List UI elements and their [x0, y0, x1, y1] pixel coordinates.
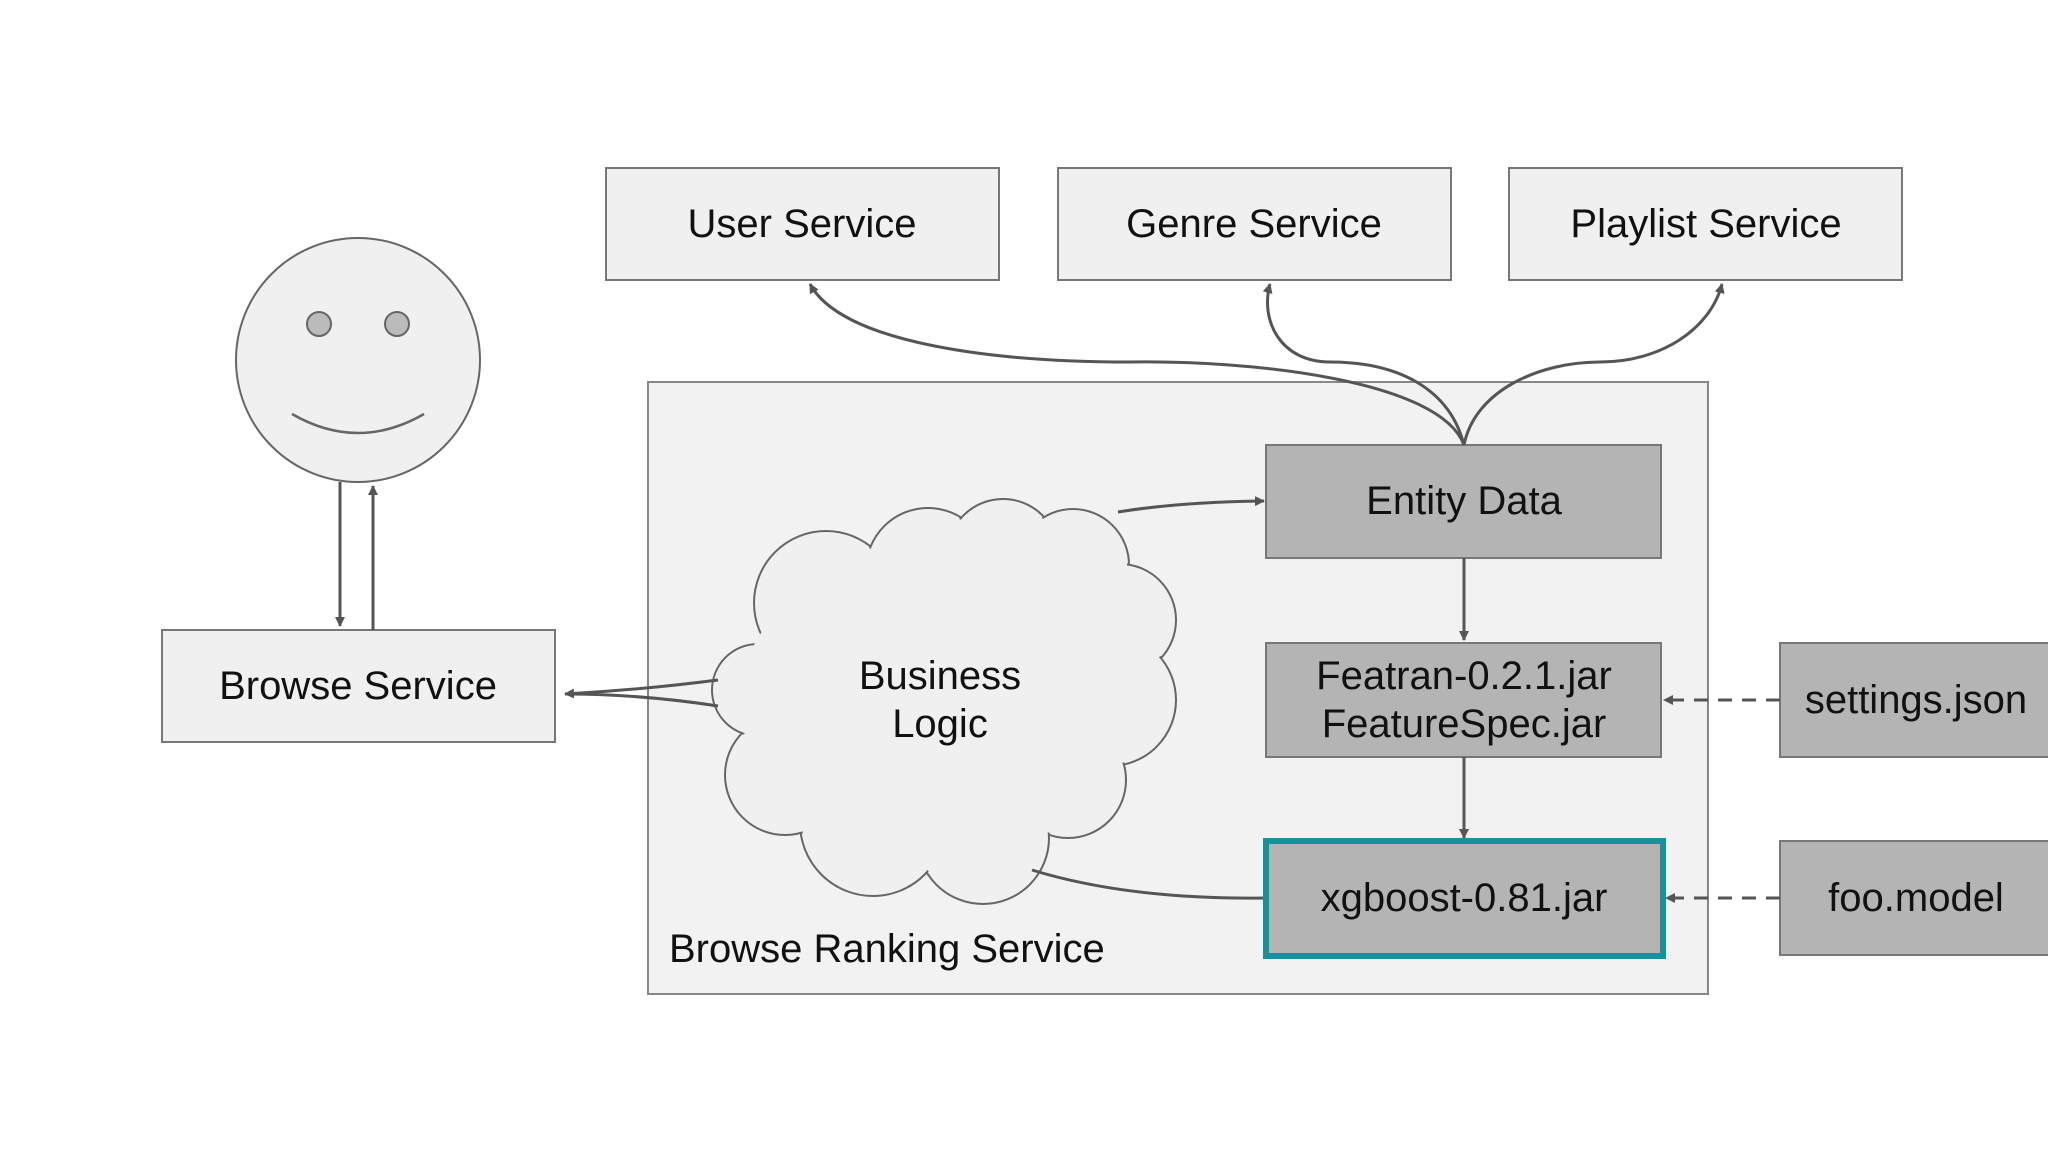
- smile: [291, 412, 425, 435]
- entity-to-genre-service-arrow: [1262, 283, 1466, 446]
- playlist-service-box: Playlist Service: [1508, 167, 1903, 281]
- business-logic-label-line1: Business: [859, 654, 1021, 698]
- foo-model-box: foo.model: [1779, 840, 2048, 956]
- settings-json-label: settings.json: [1805, 678, 2027, 722]
- featran-label-line2: FeatureSpec.jar: [1322, 702, 1607, 746]
- xgboost-label: xgboost-0.81.jar: [1321, 876, 1608, 920]
- entity-to-user-service-arrow: [808, 283, 1466, 446]
- xgboost-box: xgboost-0.81.jar: [1263, 838, 1666, 959]
- foo-model-label: foo.model: [1828, 876, 2004, 920]
- left-eye: [306, 311, 332, 337]
- entity-to-playlist-service-arrow: [1462, 283, 1725, 446]
- right-eye: [384, 311, 410, 337]
- settings-json-box: settings.json: [1779, 642, 2048, 758]
- browse-service-box: Browse Service: [161, 629, 556, 743]
- genre-service-label: Genre Service: [1126, 202, 1382, 246]
- smiley-face-icon: [235, 237, 481, 483]
- browse-ranking-service-label: Browse Ranking Service: [669, 927, 1105, 971]
- xgboost-to-logic-line: [1031, 868, 1267, 900]
- entity-data-box: Entity Data: [1265, 444, 1662, 559]
- featran-label-line1: Featran-0.2.1.jar: [1316, 654, 1612, 698]
- entity-data-label: Entity Data: [1366, 479, 1562, 523]
- featran-box: Featran-0.2.1.jar FeatureSpec.jar: [1265, 642, 1662, 758]
- logic-to-browse-arrow-2: [564, 692, 719, 708]
- browse-service-label: Browse Service: [219, 664, 497, 708]
- user-service-box: User Service: [605, 167, 1000, 281]
- playlist-service-label: Playlist Service: [1570, 202, 1841, 246]
- user-service-label: User Service: [688, 202, 917, 246]
- business-logic-cloud: Business Logic: [711, 498, 1177, 905]
- logic-to-entity-arrow: [1117, 496, 1265, 514]
- business-logic-label-line2: Logic: [892, 702, 988, 746]
- genre-service-box: Genre Service: [1057, 167, 1452, 281]
